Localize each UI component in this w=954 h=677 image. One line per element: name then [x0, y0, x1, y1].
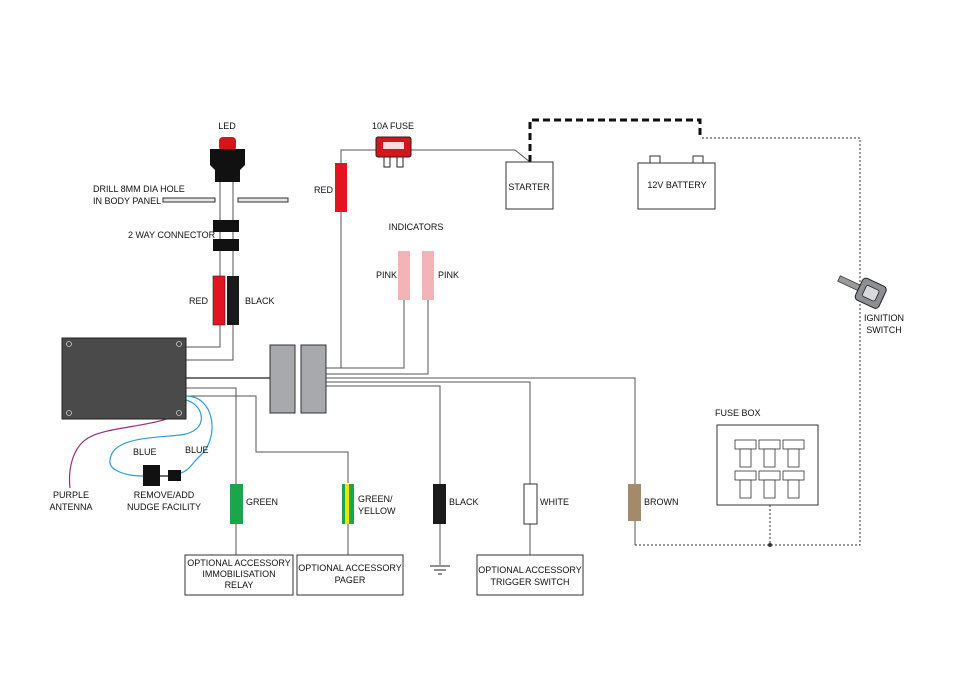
label-ignition-2: SWITCH	[866, 325, 902, 335]
fuse-10a: 10A FUSE	[372, 121, 414, 168]
wire-fuse-starter	[410, 149, 531, 163]
ignition-key-icon	[837, 275, 887, 309]
label-ignition-1: IGNITION	[864, 313, 904, 323]
label-green: GREEN	[246, 497, 278, 507]
nudge-plug-large	[143, 465, 160, 486]
label-relay-3: RELAY	[225, 580, 254, 590]
dotted-brown-ignition	[635, 137, 861, 546]
label-battery: 12V BATTERY	[647, 180, 706, 190]
black-sleeve-led	[227, 276, 239, 325]
label-drill-2: IN BODY PANEL	[93, 196, 161, 206]
relay-box	[184, 554, 294, 596]
label-red-fuse: RED	[314, 185, 334, 195]
label-fuse: 10A FUSE	[372, 121, 414, 131]
gy-sleeve-yellow	[345, 484, 349, 524]
pink-sleeve-1	[398, 251, 410, 300]
battery: 12V BATTERY	[637, 155, 716, 210]
label-red-left: RED	[189, 296, 209, 306]
black-sleeve	[433, 484, 446, 524]
battery-outline	[637, 155, 716, 210]
wire-led-red	[186, 178, 221, 348]
label-indicators: INDICATORS	[389, 222, 444, 232]
connector-block-right	[300, 344, 327, 414]
label-trigger-1: OPTIONAL ACCESSORY	[478, 565, 582, 575]
fuse-box: FUSE BOX	[715, 408, 819, 506]
white-sleeve	[523, 483, 538, 525]
label-nudge-1: REMOVE/ADD	[134, 490, 195, 500]
module-body	[61, 337, 187, 420]
wire-green-yellow	[186, 395, 349, 483]
body-panel-left	[162, 197, 216, 203]
fuse-row-2	[734, 470, 805, 499]
fuse-window	[383, 142, 404, 149]
nudge-plug-small	[168, 470, 181, 481]
connector-block-left	[269, 344, 296, 414]
body-panel-right	[237, 197, 289, 203]
module-screw-tr	[176, 341, 182, 347]
fuse-leg-left	[383, 156, 391, 168]
label-led: LED	[218, 121, 236, 131]
wire-pink-1	[326, 300, 405, 369]
alarm-module	[61, 337, 187, 420]
wire-green	[186, 387, 237, 485]
label-starter: STARTER	[508, 182, 550, 192]
module-screw-bl	[66, 410, 72, 416]
label-purple-2: ANTENNA	[49, 502, 92, 512]
label-relay-1: OPTIONAL ACCESSORY	[187, 558, 291, 568]
label-brown: BROWN	[644, 497, 679, 507]
battery-lead	[528, 118, 702, 162]
pager-box	[296, 554, 404, 596]
label-black: BLACK	[449, 497, 479, 507]
wire-blue-1	[109, 399, 202, 477]
two-way-connector: 2 WAY CONNECTOR	[128, 220, 239, 251]
ground-icon	[430, 565, 450, 575]
label-gy-1: GREEN/	[358, 494, 393, 504]
label-nudge-2: NUDGE FACILITY	[127, 502, 201, 512]
wire-purple-antenna	[68, 409, 187, 489]
led: LED	[210, 121, 245, 182]
led-body	[210, 149, 245, 182]
label-fuse-box: FUSE BOX	[715, 408, 761, 418]
label-white: WHITE	[540, 497, 569, 507]
label-black-left: BLACK	[245, 296, 275, 306]
trigger-box	[476, 554, 584, 596]
label-pager-1: OPTIONAL ACCESSORY	[298, 563, 402, 573]
pink-sleeve-2	[422, 251, 434, 300]
module-screw-tl	[66, 341, 72, 347]
wire-red-fuse	[340, 149, 378, 368]
label-pager-2: PAGER	[335, 575, 366, 585]
connector-bottom	[213, 239, 239, 251]
harness-to-brown	[326, 377, 636, 485]
brown-sleeve	[628, 484, 641, 521]
module-screw-br	[176, 410, 182, 416]
starter-box	[505, 161, 554, 210]
label-blue-2: BLUE	[185, 445, 209, 455]
label-gy-2: YELLOW	[358, 506, 396, 516]
red-sleeve-fuse	[335, 163, 347, 212]
fuse-leg-right	[396, 156, 404, 168]
junction-dot	[768, 543, 772, 547]
label-drill-1: DRILL 8MM DIA HOLE	[93, 184, 185, 194]
red-sleeve-led	[212, 275, 226, 326]
green-sleeve	[230, 484, 243, 524]
label-relay-2: IMMOBILISATION	[202, 569, 275, 579]
connector-top	[213, 220, 239, 232]
green-yellow-sleeve	[342, 484, 354, 524]
led-cap	[219, 137, 236, 151]
label-blue-1: BLUE	[133, 447, 157, 457]
harness-to-black	[326, 385, 441, 485]
label-pink-2: PINK	[438, 270, 459, 280]
harness-to-white	[326, 381, 531, 485]
label-trigger-2: TRIGGER SWITCH	[491, 577, 570, 587]
label-pink-1: PINK	[376, 270, 397, 280]
label-connector: 2 WAY CONNECTOR	[128, 230, 216, 240]
label-purple-1: PURPLE	[53, 490, 89, 500]
wire-blue-2	[180, 395, 213, 474]
wire-led-black	[186, 178, 234, 361]
fuse-row-1	[734, 439, 805, 468]
wire-pink-2	[326, 300, 429, 375]
